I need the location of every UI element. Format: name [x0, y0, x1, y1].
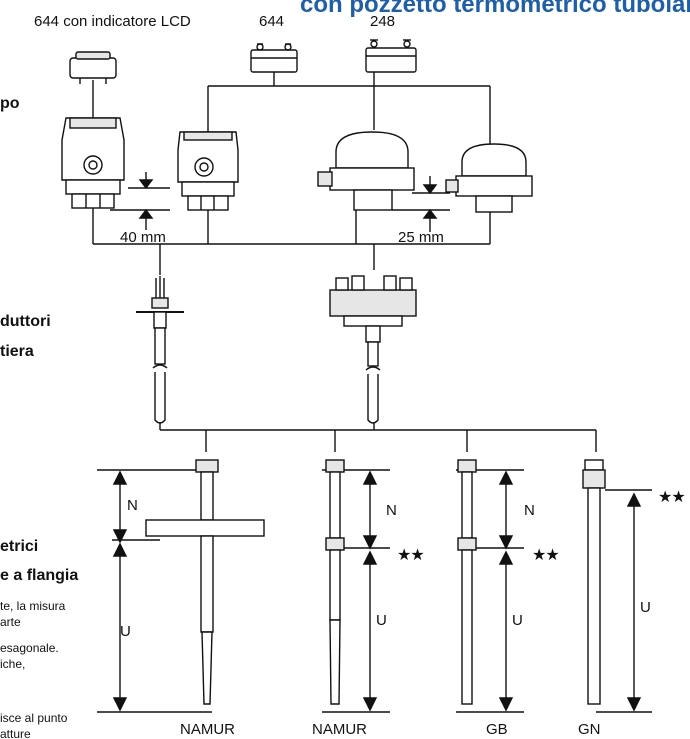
spacing-label-left: 40 mm — [120, 229, 166, 246]
note-line: atture — [0, 727, 31, 739]
sensor-flying-leads — [136, 276, 184, 424]
thermowell-namur-hex — [322, 459, 390, 713]
note-line: esagonale. — [0, 641, 59, 655]
housing-domed-2 — [445, 143, 533, 213]
dim-u-well-1: U — [120, 623, 131, 640]
thermowell-gn — [582, 459, 652, 713]
thermowell-gb — [456, 459, 524, 713]
dim-u-well-4: U — [640, 599, 651, 616]
note-line: arte — [0, 615, 21, 629]
note-line: te, la misura — [0, 599, 66, 613]
note-line: isce al punto — [0, 711, 68, 725]
hex-length-note-stars: ★★ — [658, 489, 685, 506]
dim-u-well-2: U — [376, 612, 387, 629]
well-label-1: NAMUR — [180, 721, 235, 738]
hex-length-note-stars: ★★ — [532, 547, 559, 564]
sensor-terminal-block — [329, 275, 417, 424]
thermowell-flanged-namur — [97, 459, 265, 713]
section-leads-label-2: tiera — [0, 343, 34, 360]
housing-tall — [177, 131, 239, 211]
spacing-label-right: 25 mm — [398, 229, 444, 246]
model-label-644: 644 — [259, 13, 284, 30]
model-label-644-lcd: 644 con indicatore LCD — [34, 13, 191, 30]
well-label-3: GB — [486, 721, 508, 738]
spacing-indicator-right — [392, 176, 450, 232]
hex-length-note-stars: ★★ — [397, 547, 424, 564]
housing-tall-lcd — [61, 117, 125, 209]
well-label-2: NAMUR — [312, 721, 367, 738]
transmitter-644 — [250, 43, 298, 73]
dim-n-well-1: N — [127, 497, 138, 514]
transmitter-248 — [365, 39, 417, 73]
model-label-248: 248 — [370, 13, 395, 30]
note-line: iche, — [0, 657, 25, 671]
housing-domed-1 — [317, 131, 415, 211]
section-leads-label-1: duttori — [0, 313, 51, 330]
transmitter-644-lcd — [69, 51, 117, 84]
well-label-4: GN — [578, 721, 601, 738]
section-housing-label: po — [0, 95, 20, 112]
footnote-text: te, la misura arte esagonale. iche, isce… — [0, 599, 68, 739]
dim-n-well-2: N — [386, 502, 397, 519]
dim-u-well-3: U — [512, 612, 523, 629]
spacing-indicator-left — [110, 172, 170, 230]
header-title-fragment: con pozzetto termometrico tubolare — [300, 0, 690, 18]
section-wells-label-1: etrici — [0, 538, 38, 555]
section-wells-label-2: e a flangia — [0, 567, 78, 584]
dim-n-well-3: N — [524, 502, 535, 519]
